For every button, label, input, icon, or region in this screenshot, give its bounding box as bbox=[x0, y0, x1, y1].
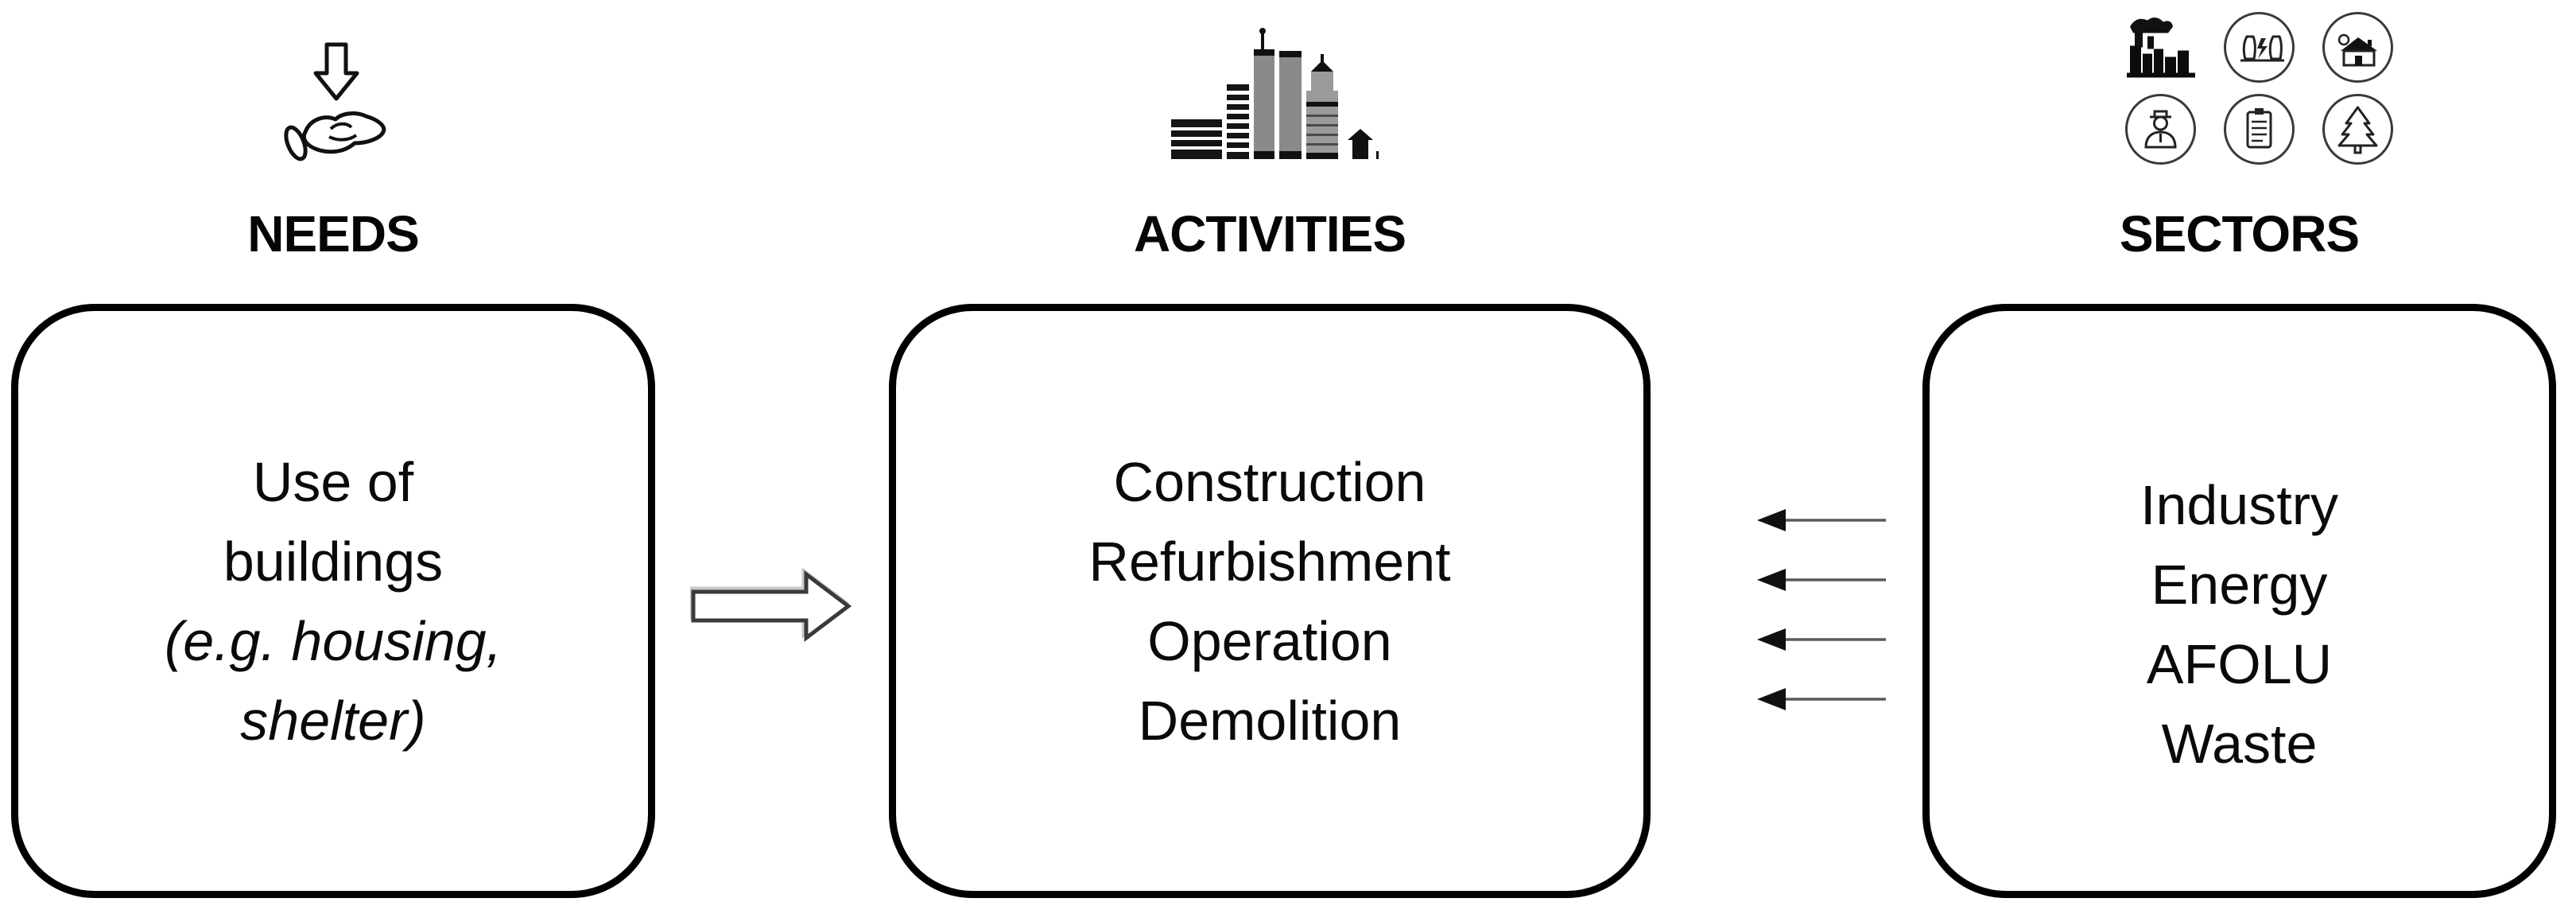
box-line: Waste bbox=[2161, 712, 2318, 775]
box-line: Construction bbox=[1113, 450, 1426, 513]
small-house bbox=[1348, 129, 1379, 159]
factory-icon bbox=[2127, 17, 2195, 77]
striped-low-building bbox=[1171, 119, 1222, 159]
tree-icon bbox=[2322, 94, 2393, 165]
sector-icons-grid bbox=[2111, 6, 2413, 170]
needs-heading: NEEDS bbox=[247, 205, 420, 262]
box-line: buildings bbox=[223, 530, 444, 593]
sector-to-activities-arrow bbox=[1757, 509, 1886, 531]
box-line: Industry bbox=[2140, 473, 2338, 536]
sector-to-activities-arrow bbox=[1757, 628, 1886, 651]
box-line: shelter) bbox=[240, 689, 426, 752]
farm-house-icon bbox=[2322, 12, 2393, 83]
needs-box: Use of buildings (e.g. housing, shelter) bbox=[11, 304, 655, 898]
tall-tower bbox=[1279, 51, 1302, 159]
hand-receiving-icon bbox=[284, 42, 386, 161]
sector-to-activities-arrow bbox=[1757, 688, 1886, 710]
needs-to-activities-arrow bbox=[690, 568, 852, 643]
box-line: AFOLU bbox=[2146, 632, 2333, 695]
tall-tower-antenna bbox=[1254, 28, 1274, 159]
sectors-heading: SECTORS bbox=[2119, 205, 2360, 262]
stepped-tower bbox=[1306, 54, 1338, 159]
box-line: Refurbishment bbox=[1088, 530, 1451, 593]
activities-box: Construction Refurbishment Operation Dem… bbox=[889, 304, 1651, 898]
farmer-icon bbox=[2124, 94, 2196, 165]
box-line: Energy bbox=[2151, 553, 2328, 616]
clipboard-icon bbox=[2223, 94, 2295, 165]
sector-to-activities-arrow bbox=[1757, 569, 1886, 591]
box-line: Operation bbox=[1147, 609, 1392, 672]
down-arrow-icon bbox=[313, 42, 359, 101]
open-hand-icon bbox=[284, 111, 386, 161]
striped-mid-building bbox=[1227, 84, 1249, 159]
activities-heading: ACTIVITIES bbox=[1133, 205, 1406, 262]
box-line: (e.g. housing, bbox=[164, 609, 502, 672]
city-skyline-icon bbox=[1171, 28, 1379, 159]
power-plant-icon bbox=[2223, 12, 2295, 83]
box-line: Demolition bbox=[1138, 689, 1402, 752]
sectors-box: Industry Energy AFOLU Waste bbox=[1922, 304, 2556, 898]
box-line: Use of bbox=[252, 450, 414, 513]
